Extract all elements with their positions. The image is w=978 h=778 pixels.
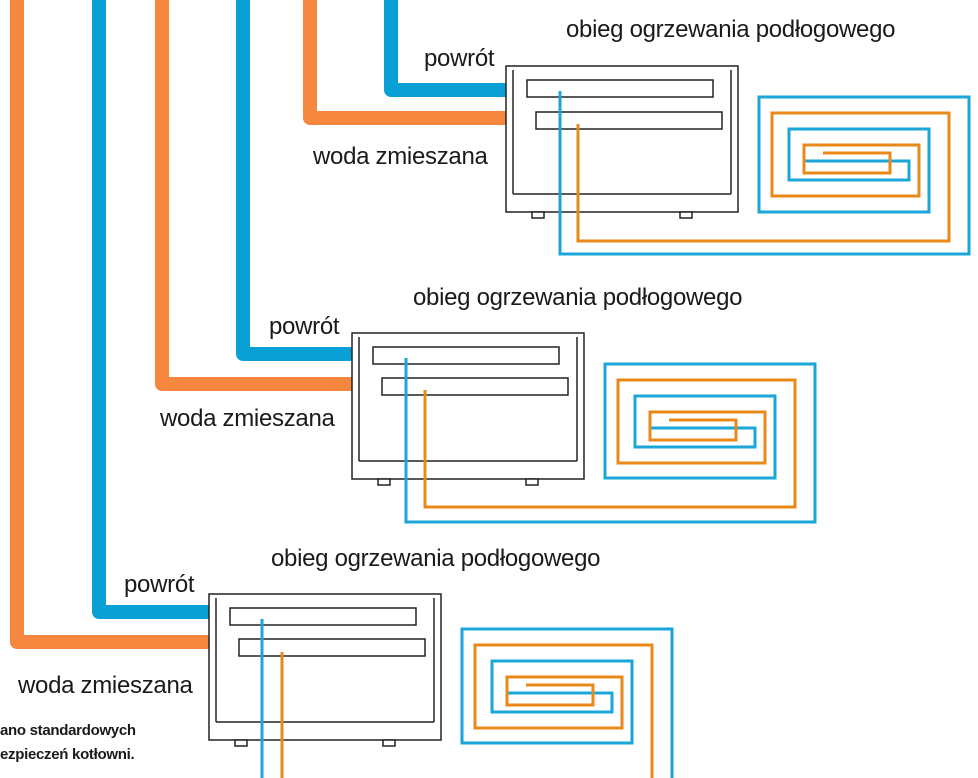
unit3-floor-coil: [260, 619, 674, 778]
unit1-supply-bar: [535, 111, 723, 130]
unit1-foot-left: [531, 211, 545, 219]
unit2-return-pipe: [236, 0, 352, 361]
unit2-circuit-title: obieg ogrzewania podłogowego: [413, 284, 743, 311]
unit2-coil-orange: [423, 378, 797, 509]
unit3-circuit-title: obieg ogrzewania podłogowego: [271, 545, 601, 572]
unit3-manifold: [208, 593, 442, 747]
unit2-coil-blue: [404, 358, 817, 524]
unit2-foot-left: [377, 478, 391, 486]
unit1-return-bar: [526, 79, 714, 98]
unit3-supply-bar: [238, 638, 426, 657]
unit2-supply-label: woda zmieszana: [160, 405, 335, 432]
unit2-return-bar: [372, 346, 560, 365]
unit3-foot-left: [234, 739, 248, 747]
unit3-return-pipe: [92, 0, 209, 619]
unit2-return-label: powrót: [269, 313, 340, 340]
unit1-floor-coil: [558, 91, 971, 256]
unit3-return-bar: [229, 607, 417, 626]
unit2-manifold: [351, 332, 585, 486]
unit3-foot-right: [382, 739, 396, 747]
unit3-supply-pipe: [10, 0, 209, 649]
unit2-foot-right: [525, 478, 539, 486]
unit1-return-pipe: [384, 0, 506, 97]
unit3-coil-blue: [260, 619, 674, 778]
unit3-coil-orange: [280, 643, 654, 778]
unit1-return-label: powrót: [424, 45, 495, 72]
unit1-coil-orange: [576, 111, 951, 243]
unit3-return-label: powrót: [124, 571, 195, 598]
unit2-supply-pipe: [155, 0, 352, 391]
unit1-foot-right: [679, 211, 693, 219]
unit1-supply-label: woda zmieszana: [313, 143, 488, 170]
footnote-line-1: ano standardowych: [0, 722, 136, 739]
unit1-manifold: [505, 65, 739, 219]
pipes: [10, 0, 506, 649]
unit3-supply-label: woda zmieszana: [18, 672, 193, 699]
unit1-coil-blue: [558, 91, 971, 256]
unit1-supply-pipe: [303, 0, 506, 125]
unit2-supply-bar: [381, 377, 569, 396]
unit2-floor-coil: [404, 358, 817, 524]
footnote-line-2: ezpieczeń kotłowni.: [0, 746, 135, 763]
unit1-circuit-title: obieg ogrzewania podłogowego: [566, 16, 896, 43]
